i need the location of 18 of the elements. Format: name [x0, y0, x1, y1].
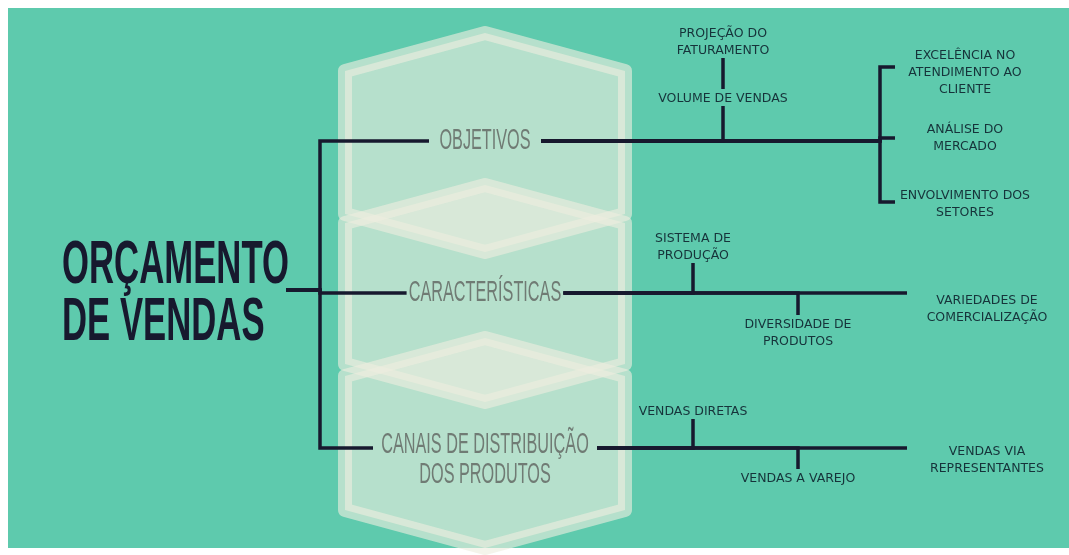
category-label: CARACTERÍSTICAS — [406, 276, 564, 306]
category-label: OBJETIVOS — [429, 124, 541, 154]
topic-label: ENVOLVIMENTO DOS SETORES — [895, 186, 1035, 220]
topic-label: PROJEÇÃO DO FATURAMENTO — [653, 24, 793, 58]
topic-label: VENDAS VIA REPRESENTANTES — [907, 442, 1067, 476]
connector-line — [563, 291, 907, 295]
topic-label: VENDAS A VAREJO — [728, 469, 868, 486]
topic-label: VARIEDADES DE COMERCIALIZAÇÃO — [907, 291, 1067, 325]
main-title: ORÇAMENTO DE VENDAS — [62, 233, 286, 347]
topic-label: ANÁLISE DO MERCADO — [895, 120, 1035, 154]
connector-line — [286, 288, 373, 450]
connector-line — [721, 58, 725, 89]
connector-line — [597, 446, 907, 450]
topic-label: SISTEMA DE PRODUÇÃO — [623, 229, 763, 263]
topic-label: VOLUME DE VENDAS — [653, 89, 793, 106]
topic-label: EXCELÊNCIA NO ATENDIMENTO AO CLIENTE — [895, 46, 1035, 97]
topic-label: DIVERSIDADE DE PRODUTOS — [718, 315, 878, 349]
topic-label: VENDAS DIRETAS — [613, 402, 773, 419]
